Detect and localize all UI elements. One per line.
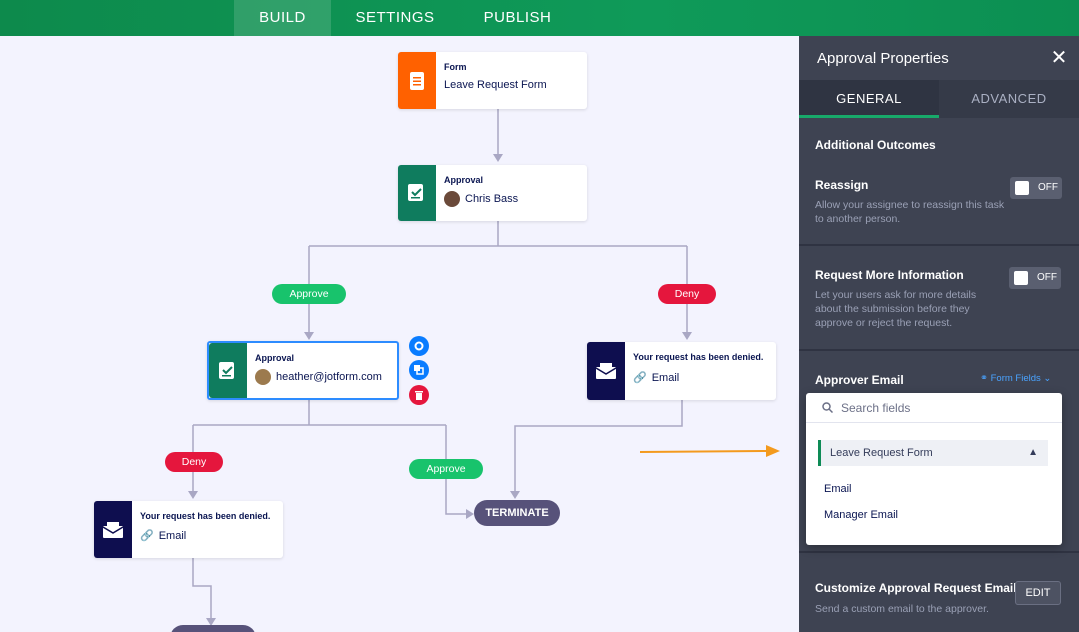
reassign-toggle[interactable]: OFF [1010,177,1062,199]
approval-icon [209,343,247,398]
chevron-down-icon: ⌄ [1043,373,1052,384]
tab-general[interactable]: GENERAL [799,80,939,118]
search-icon [822,402,833,413]
toggle-state: OFF [1037,272,1057,283]
assignee-email: heather@jotform.com [276,371,382,383]
field-group-header[interactable]: Leave Request Form ▲ [818,440,1048,466]
end-node-partial[interactable] [170,625,256,632]
approve-branch-label[interactable]: Approve [272,284,346,304]
tab-publish[interactable]: PUBLISH [483,9,552,26]
avatar [255,369,271,385]
field-option[interactable]: Manager Email [824,509,898,521]
deny-branch-label[interactable]: Deny [658,284,716,304]
email-subject: Your request has been denied. [140,511,271,521]
toggle-knob [1015,181,1029,195]
email-type-label: Email [651,371,680,384]
form-node[interactable]: Form Leave Request Form [398,52,587,109]
deny-branch-label-2[interactable]: Deny [165,452,223,472]
email-node-left[interactable]: Your request has been denied. 🔗 Email [94,501,283,558]
field-option[interactable]: Email [824,483,852,495]
request-info-title: Request More Information [815,268,964,282]
edit-button[interactable]: EDIT [1015,581,1061,605]
close-icon[interactable]: ✕ [1050,47,1068,69]
avatar [444,191,460,207]
form-fields-link[interactable]: ⚭ Form Fields ⌄ [980,373,1051,384]
settings-icon[interactable] [409,336,429,356]
duplicate-icon[interactable] [409,360,429,380]
toggle-knob [1014,271,1028,285]
delete-icon[interactable] [409,385,429,405]
workflow-canvas[interactable]: Form Leave Request Form Approval Chris B… [0,36,799,632]
customize-email-title: Customize Approval Request Email [815,581,1017,595]
email-subject: Your request has been denied. [633,352,764,362]
toggle-state: OFF [1038,182,1058,193]
panel-tabs: GENERAL ADVANCED [799,80,1079,118]
search-fields-input[interactable] [841,400,1041,415]
top-navigation-bar: BUILD SETTINGS PUBLISH [0,0,1079,36]
email-node-right[interactable]: Your request has been denied. 🔗 Email [587,342,776,400]
link-icon: ⚭ [980,373,988,384]
approval-icon [398,165,436,221]
form-fields-dropdown: Leave Request Form ▲ Email Manager Email [806,393,1062,545]
section-heading: Additional Outcomes [815,138,936,152]
approver-email-title: Approver Email [815,373,904,387]
approval-node-1[interactable]: Approval Chris Bass [398,165,587,221]
reassign-description: Allow your assignee to reassign this tas… [815,199,1005,225]
request-info-toggle[interactable]: OFF [1009,267,1061,289]
approve-branch-label-2[interactable]: Approve [409,459,483,479]
customize-email-description: Send a custom email to the approver. [815,603,989,615]
form-icon [398,52,436,109]
link-icon: 🔗 [140,530,154,542]
chevron-up-icon: ▲ [1028,447,1038,458]
terminate-node[interactable]: TERMINATE [474,500,560,526]
assignee-name: Chris Bass [465,193,519,205]
form-fields-link-text: Form Fields [990,373,1041,384]
reassign-title: Reassign [815,178,869,192]
tab-settings[interactable]: SETTINGS [355,9,435,26]
node-type-label: Form [444,62,467,72]
email-icon [94,501,132,558]
field-group-label: Leave Request Form [830,447,933,459]
link-icon: 🔗 [633,372,647,384]
email-type-label: Email [158,529,187,542]
email-icon [587,342,625,400]
node-type-label: Approval [444,175,484,185]
tab-build[interactable]: BUILD [234,0,331,36]
node-title: Leave Request Form [444,79,547,91]
request-info-description: Let your users ask for more details abou… [815,289,977,329]
approval-node-2[interactable]: Approval heather@jotform.com [207,341,399,400]
tab-advanced[interactable]: ADVANCED [939,80,1079,118]
connector-lines [188,109,780,626]
node-type-label: Approval [255,353,295,363]
panel-title: Approval Properties [817,50,949,67]
